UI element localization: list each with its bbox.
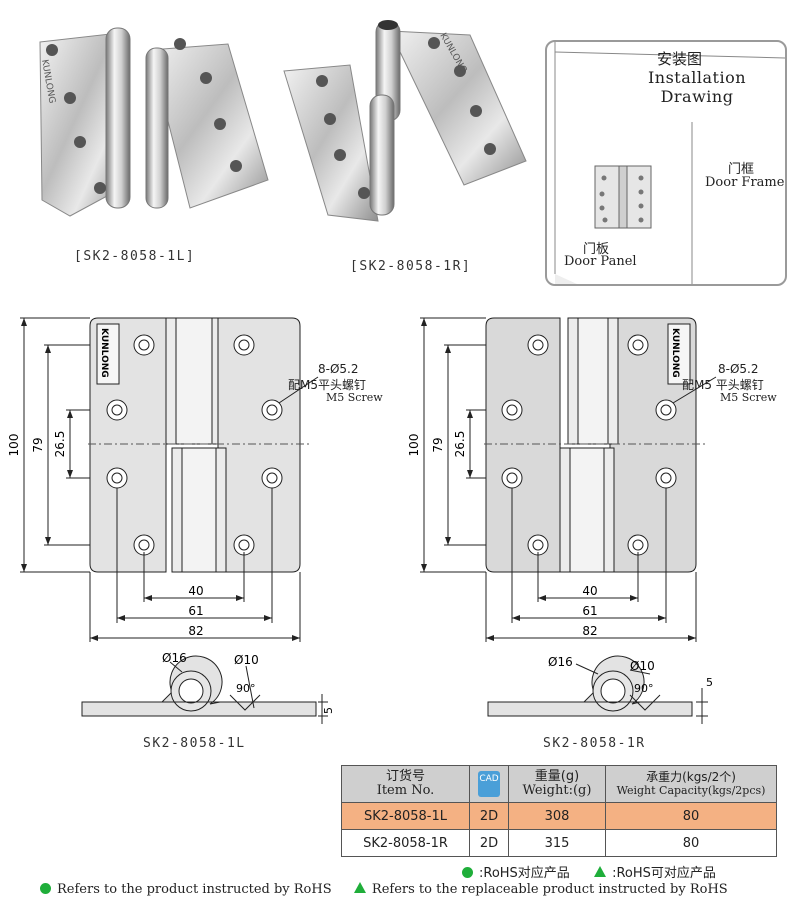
dim-phi16-right: Ø16 bbox=[548, 655, 573, 669]
rohs-dot-icon bbox=[462, 867, 473, 878]
screw-spec-cn-right: 配M5 平头螺钉 bbox=[682, 378, 764, 392]
photo-caption-left: [SK2-8058-1L] bbox=[74, 249, 196, 264]
header-capacity: 承重力(kgs/2个) Weight Capacity(kgs/2pcs) bbox=[605, 765, 777, 803]
door-panel-en: Door Panel bbox=[564, 254, 637, 269]
dim-phi16-left: Ø16 bbox=[162, 651, 187, 665]
table-row: SK2-8058-1L 2D 308 80 bbox=[341, 802, 777, 830]
header-item-cn: 订货号 bbox=[385, 769, 425, 784]
dim-angle-left: 90° bbox=[236, 682, 256, 695]
screw-spec-cn-left: 配M5平头螺钉 bbox=[288, 378, 366, 392]
drawing-brand-left: KUNLONG bbox=[99, 328, 109, 378]
header-item: 订货号 Item No. bbox=[341, 765, 470, 803]
install-title-en: Installation Drawing bbox=[647, 68, 747, 106]
cell-item: SK2-8058-1R bbox=[341, 829, 470, 857]
installation-sketch bbox=[554, 42, 785, 284]
photo-hinge-right: KUNLONG bbox=[283, 20, 527, 222]
dim-26-5-right: 26.5 bbox=[453, 431, 467, 458]
photo-caption-right: [SK2-8058-1R] bbox=[350, 259, 472, 274]
side-view-right: Ø16 Ø10 90° 5 bbox=[487, 655, 713, 724]
dim-61-right: 61 bbox=[582, 604, 597, 618]
header-weight-en: Weight:(g) bbox=[522, 783, 592, 798]
dim-82-left: 82 bbox=[188, 624, 203, 638]
cell-weight: 315 bbox=[508, 829, 606, 857]
side-view-left: Ø16 Ø10 90° 5 bbox=[81, 651, 335, 724]
table-header: 订货号 Item No. CAD 重量(g) Weight:(g) 承重力(kg… bbox=[341, 765, 777, 803]
cell-cad: 2D bbox=[469, 802, 509, 830]
dim-phi10-left: Ø10 bbox=[234, 653, 259, 667]
table-row: SK2-8058-1R 2D 315 80 bbox=[341, 829, 777, 857]
cell-capacity: 80 bbox=[605, 802, 777, 830]
screw-count-right: 8-Ø5.2 bbox=[718, 362, 759, 376]
dim-26-5-left: 26.5 bbox=[53, 431, 67, 458]
dim-40-left: 40 bbox=[188, 584, 203, 598]
cell-capacity: 80 bbox=[605, 829, 777, 857]
screw-spec-en-left: M5 Screw bbox=[326, 391, 383, 404]
dim-height-left: 100 bbox=[7, 434, 21, 457]
dim-79-left: 79 bbox=[31, 437, 45, 452]
model-label-left: SK2-8058-1L bbox=[143, 736, 246, 751]
dim-thick-left: 5 bbox=[322, 707, 335, 714]
cell-weight: 308 bbox=[508, 802, 606, 830]
cell-item: SK2-8058-1L bbox=[341, 802, 470, 830]
door-frame-cn: 门框 bbox=[728, 162, 755, 177]
door-panel-cn: 门板 bbox=[583, 242, 610, 257]
dim-thick-right: 5 bbox=[706, 676, 713, 689]
drawing-brand-right: KUNLONG bbox=[670, 328, 680, 378]
dim-angle-right: 90° bbox=[634, 682, 654, 695]
dim-40-right: 40 bbox=[582, 584, 597, 598]
header-capacity-cn: 承重力(kgs/2个) bbox=[646, 770, 736, 784]
dim-79-right: 79 bbox=[431, 437, 445, 452]
photo-hinge-left: KUNLONG bbox=[39, 27, 269, 217]
installation-drawing-box: 安装图 Installation Drawing 门框 Door Frame 门… bbox=[545, 40, 787, 286]
dim-height-right: 100 bbox=[407, 434, 421, 457]
order-table: 订货号 Item No. CAD 重量(g) Weight:(g) 承重力(kg… bbox=[341, 765, 777, 857]
legend-en: Refers to the product instructed by RoHS… bbox=[40, 882, 728, 897]
dim-61-left: 61 bbox=[188, 604, 203, 618]
dim-phi10-right: Ø10 bbox=[630, 659, 655, 673]
rohs-triangle-icon bbox=[594, 866, 607, 877]
install-title-cn: 安装图 bbox=[657, 50, 703, 68]
rohs-triangle-icon bbox=[353, 882, 366, 893]
header-item-en: Item No. bbox=[376, 783, 435, 798]
model-label-right: SK2-8058-1R bbox=[543, 736, 646, 751]
cell-cad: 2D bbox=[469, 829, 509, 857]
legend-cn: :RoHS对应产品 :RoHS可对应产品 bbox=[462, 862, 716, 881]
header-weight: 重量(g) Weight:(g) bbox=[508, 765, 606, 803]
header-capacity-en: Weight Capacity(kgs/2pcs) bbox=[616, 784, 766, 797]
door-frame-en: Door Frame bbox=[705, 175, 785, 190]
screw-spec-en-right: M5 Screw bbox=[720, 391, 777, 404]
cad-icon: CAD bbox=[478, 771, 500, 797]
drawing-left-front: 100 79 26.5 KUNLONG 40 61 82 bbox=[7, 317, 319, 642]
screw-count-left: 8-Ø5.2 bbox=[318, 362, 359, 376]
dim-82-right: 82 bbox=[582, 624, 597, 638]
header-weight-cn: 重量(g) bbox=[534, 769, 580, 784]
rohs-dot-icon bbox=[40, 883, 51, 894]
header-cad: CAD bbox=[469, 765, 509, 803]
drawing-right-front: 100 79 26.5 KUNLONG 40 61 82 bbox=[407, 317, 717, 642]
